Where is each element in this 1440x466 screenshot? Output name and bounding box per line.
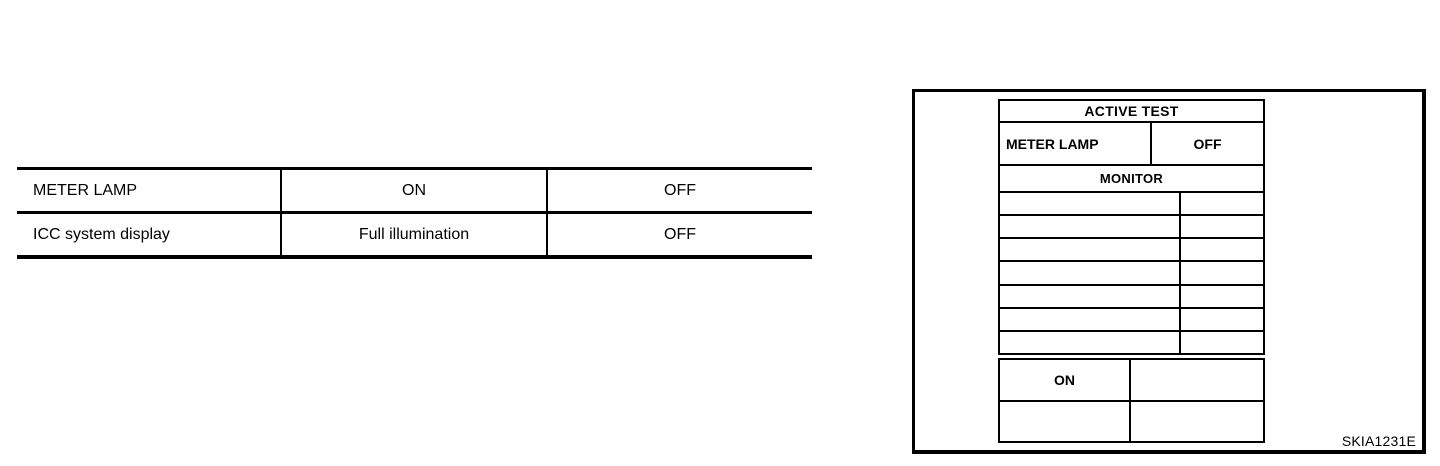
on-button-label: ON: [1000, 360, 1131, 400]
monitor-empty-row: [1000, 331, 1263, 353]
monitor-empty-cell: [1000, 262, 1181, 284]
monitor-empty-cell: [1181, 309, 1263, 330]
test-item-row: METER LAMP OFF: [1000, 123, 1263, 166]
cell-active-state: ON: [282, 170, 548, 211]
cell-inactive-state: OFF: [664, 181, 696, 199]
on-button-row: ON: [1000, 360, 1263, 402]
monitor-empty-cell: [1000, 239, 1181, 261]
monitor-empty-row: [1000, 308, 1263, 332]
cell-active-state: Full illumination: [282, 214, 548, 255]
consult-screen-box: ACTIVE TEST METER LAMP OFF MONITOR: [912, 89, 1426, 454]
monitor-empty-row: [1000, 262, 1263, 286]
cell-item-name: ICC system display: [17, 214, 282, 255]
monitor-empty-cell: [1181, 286, 1263, 307]
monitor-header: MONITOR: [1000, 166, 1263, 193]
monitor-empty-cell: [1181, 239, 1263, 260]
empty-cell: [1000, 401, 1131, 441]
on-empty-cell: [1131, 360, 1263, 400]
cell-item-name: METER LAMP: [17, 170, 282, 211]
test-item-label: METER LAMP: [1000, 123, 1152, 164]
figure-code: SKIA1231E: [1341, 433, 1416, 449]
empty-cell: [1131, 402, 1263, 442]
active-test-header: ACTIVE TEST: [1000, 101, 1263, 123]
monitor-empty-cell: [1000, 193, 1181, 215]
table-row-meter-lamp: METER LAMP ON OFF: [17, 170, 812, 214]
active-test-table: ACTIVE TEST METER LAMP OFF MONITOR: [998, 99, 1265, 355]
on-button-table: ON: [998, 358, 1265, 443]
illumination-table: METER LAMP ON OFF ICC system display Ful…: [17, 167, 812, 259]
monitor-empty-row: [1000, 239, 1263, 263]
monitor-empty-cell: [1000, 285, 1181, 307]
monitor-rows: [1000, 193, 1263, 353]
monitor-empty-cell: [1000, 331, 1181, 353]
cell-inactive-state: OFF: [664, 225, 696, 243]
monitor-empty-cell: [1181, 262, 1263, 283]
monitor-empty-cell: [1000, 216, 1181, 238]
monitor-empty-cell: [1000, 308, 1181, 330]
table-row-icc-display: ICC system display Full illumination OFF: [17, 214, 812, 255]
monitor-empty-row: [1000, 285, 1263, 309]
monitor-empty-cell: [1181, 332, 1263, 353]
monitor-empty-cell: [1181, 193, 1263, 214]
monitor-empty-cell: [1181, 216, 1263, 237]
test-item-value: OFF: [1193, 135, 1222, 152]
monitor-empty-row: [1000, 216, 1263, 240]
monitor-empty-row: [1000, 193, 1263, 217]
empty-button-row: [1000, 401, 1263, 442]
